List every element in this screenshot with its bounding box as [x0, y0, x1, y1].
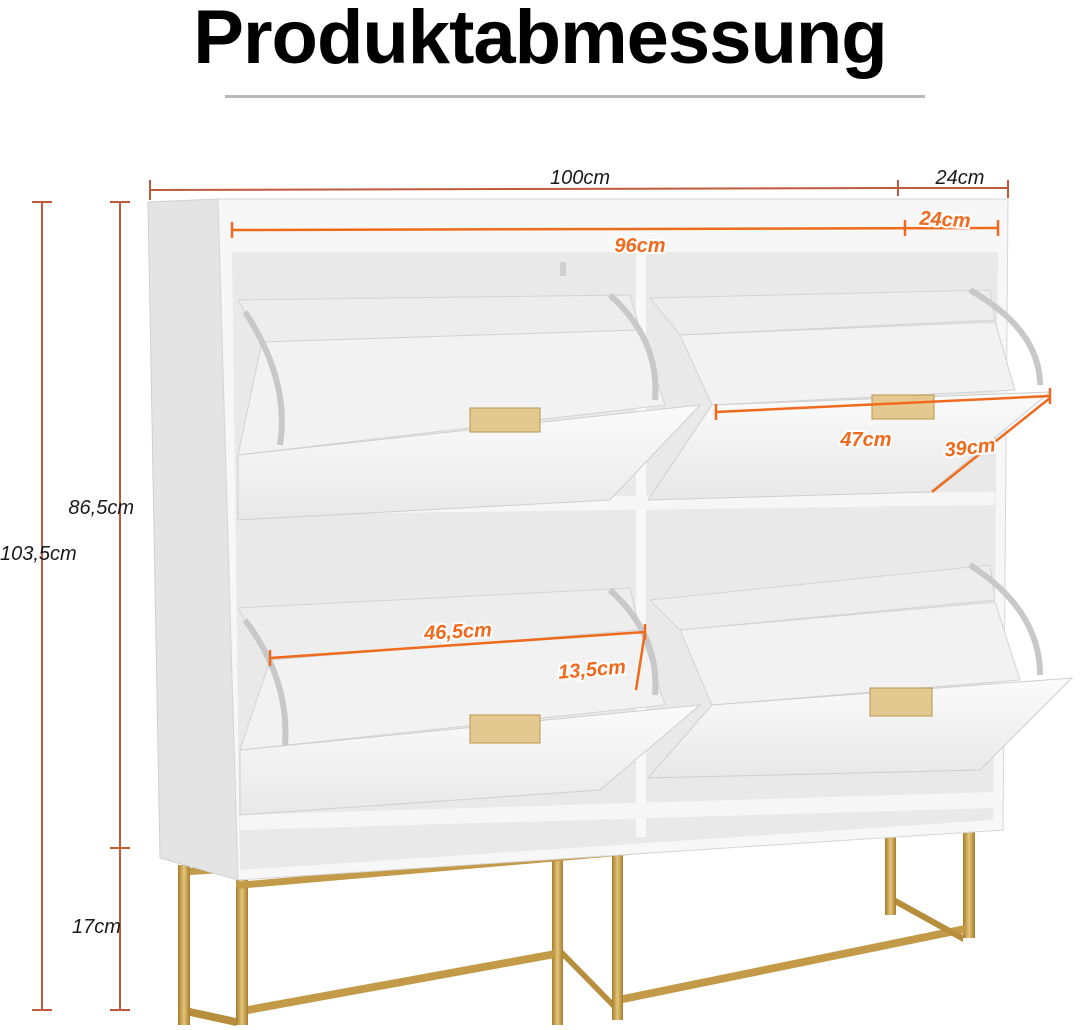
width-label: 100cm	[550, 167, 610, 189]
page-title: Produktabmessung	[193, 0, 887, 80]
tilt-flaps	[237, 287, 1074, 816]
title-divider	[225, 95, 925, 98]
depth-label: 24cm	[935, 167, 985, 189]
flap-width-label: 47cm	[839, 429, 891, 451]
compartment-width-label: 46,5cm	[423, 619, 493, 645]
leg-height-label: 17cm	[72, 916, 121, 938]
inner-depth-label: 24cm	[918, 208, 971, 233]
highlight-dimension-lines	[230, 220, 1052, 691]
inner-width-label: 96cm	[614, 235, 665, 257]
dimension-lines	[32, 180, 1009, 1011]
body-height-label: 86,5cm	[68, 497, 134, 519]
total-height-label: 103,5cm	[0, 543, 77, 565]
